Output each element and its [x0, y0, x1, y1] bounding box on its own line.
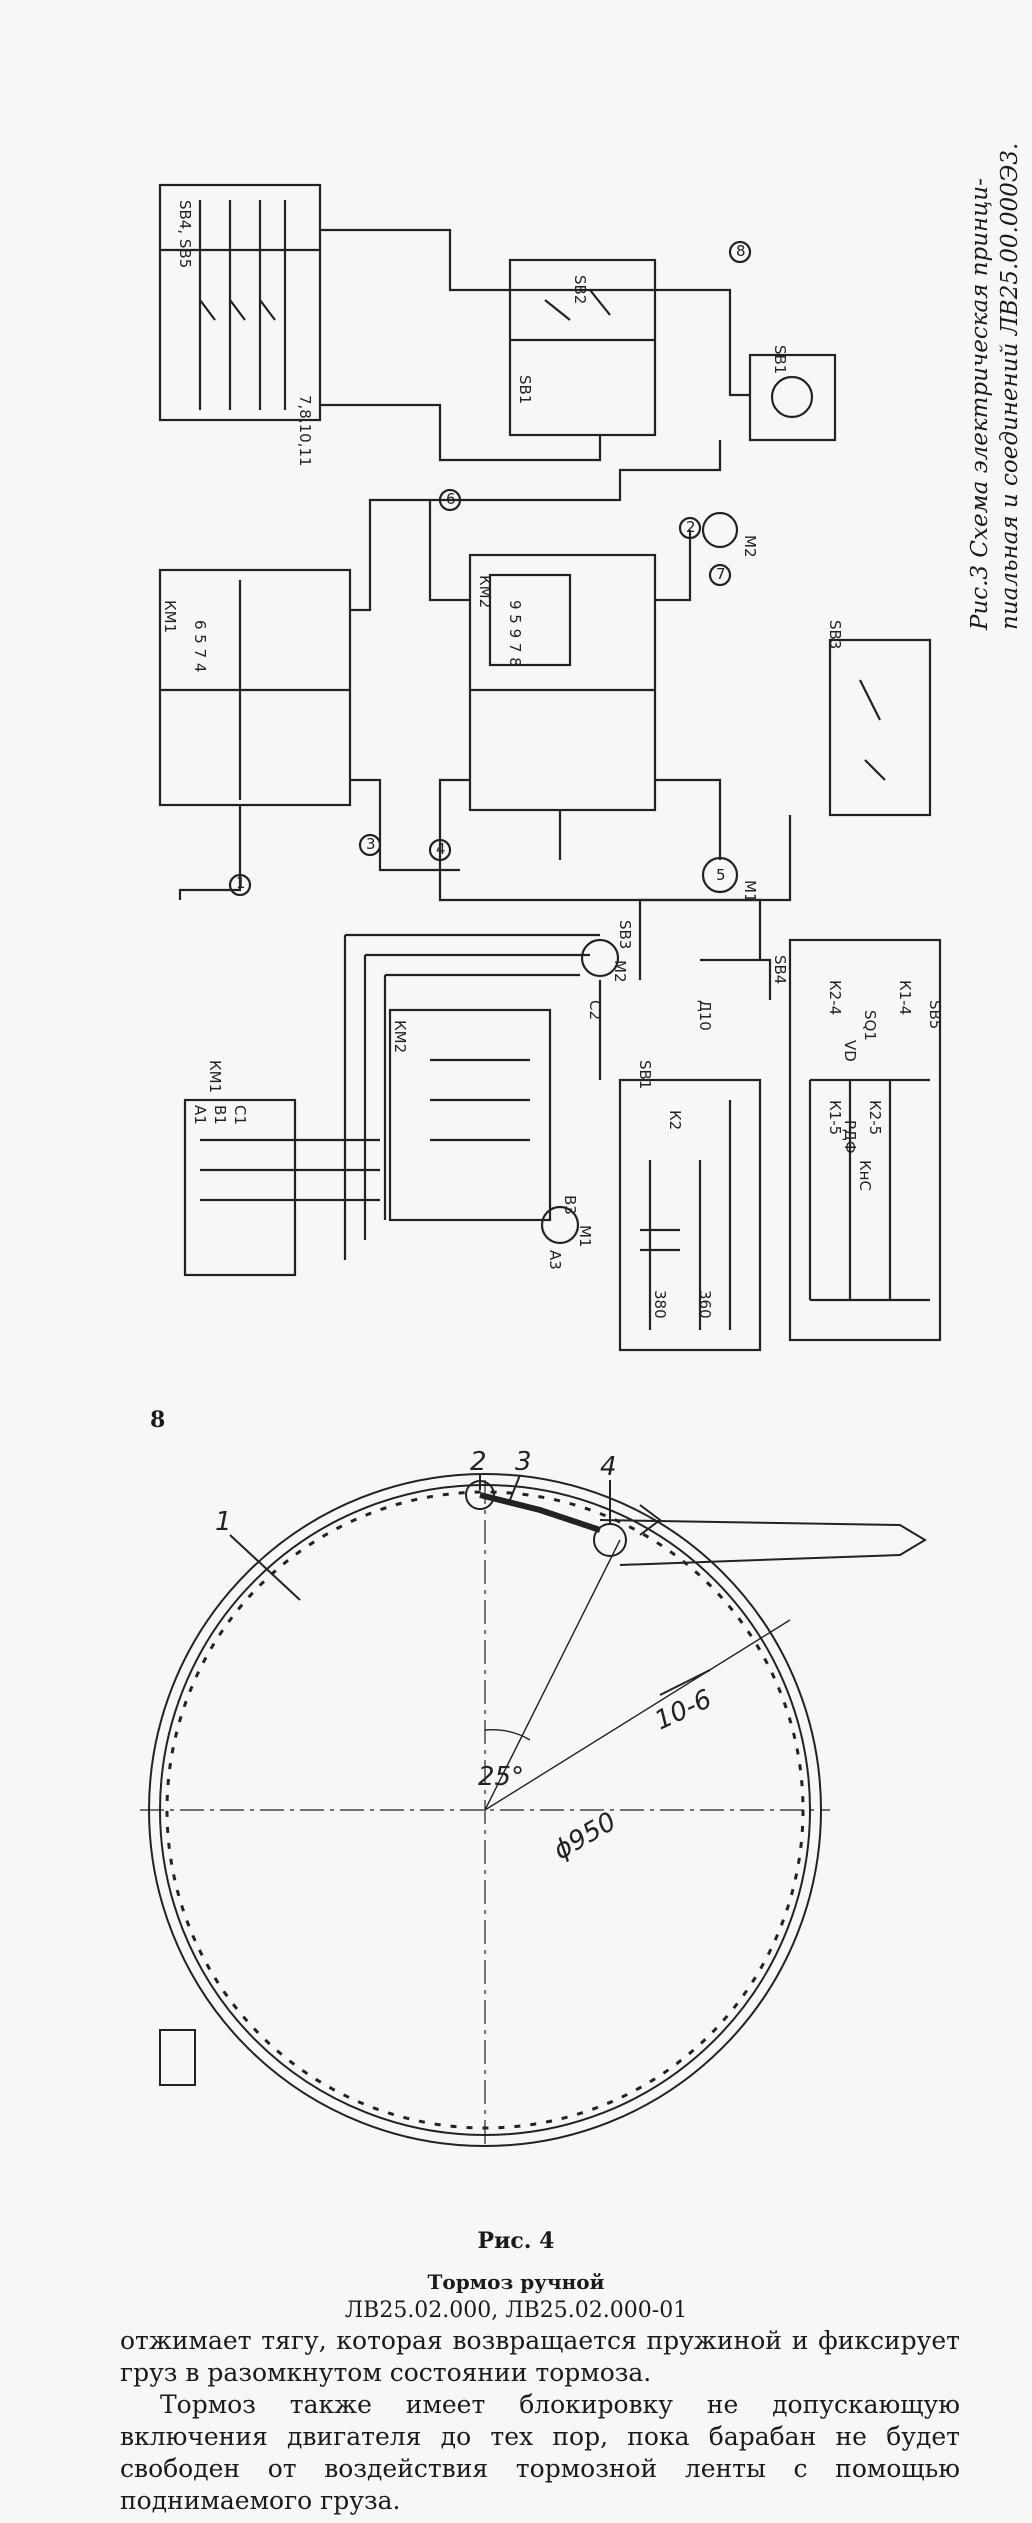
label-sb3: SB3	[826, 620, 844, 649]
label-sb5-bottom: SB5	[926, 1000, 944, 1029]
body-text: отжимает тягу, которая возвращается пруж…	[120, 2325, 960, 2517]
km2-contactor-box	[388, 1008, 552, 1222]
callout-1: 1	[215, 1507, 232, 1537]
motor-m2-bottom	[580, 938, 620, 978]
label-k1-4: К1-4	[896, 980, 914, 1015]
label-terminals: 6 5 7 4	[191, 620, 209, 672]
label-k1-5: К1-5	[826, 1100, 844, 1135]
label-sb4-bottom: SB4	[771, 955, 789, 984]
hand-brake-drawing: 1 2 3 4 10-6 ϕ950 25°	[140, 1447, 927, 2150]
label-sb3-bottom: SB3	[616, 920, 634, 949]
km1-contactor-box	[183, 1098, 297, 1277]
label-sb1: SB1	[516, 375, 534, 404]
label-wires: 7,8,10,11	[296, 395, 314, 467]
figure4-code: ЛВ25.02.000, ЛВ25.02.000-01	[344, 2298, 688, 2323]
km2-terminal-box	[468, 553, 657, 812]
control-box-1	[618, 1078, 762, 1352]
wire-2: 2	[686, 518, 696, 536]
wire-1: 1	[236, 874, 246, 892]
label-m1-bottom: М1	[576, 1225, 594, 1248]
motor-m1-bottom	[540, 1205, 580, 1245]
paragraph-2: Тормоз также имеет блокировку не допуска…	[120, 2390, 960, 2515]
diameter-dimension: ϕ950	[549, 1807, 622, 1866]
sb4-sb5-box	[158, 183, 322, 422]
callout-4: 4	[600, 1452, 617, 1482]
label-sq1: SQ1	[861, 1010, 879, 1041]
brake-lever	[599, 1519, 927, 1566]
paragraph-1: отжимает тягу, которая возвращается пруж…	[120, 2326, 960, 2387]
label-c2: С2	[586, 1000, 604, 1020]
label-b1: В1	[211, 1105, 229, 1125]
leader-1	[229, 1534, 301, 1601]
callout-2: 2	[470, 1447, 487, 1477]
label-d10: Д10	[696, 1000, 714, 1031]
wire-3: 3	[366, 835, 376, 853]
sb1-sb2-box	[508, 258, 657, 437]
page-number: 8	[150, 1407, 166, 1433]
label-vd: VD	[841, 1040, 859, 1062]
wire-6: 6	[446, 490, 456, 508]
electrical-schematic: SB4, SB5 7,8,10,11 SB2 SB1 SB1 SB3 КМ1 К…	[158, 183, 944, 1352]
label-a1: А1	[191, 1105, 209, 1125]
label-b3: В3	[561, 1195, 579, 1215]
label-k2-5: К2-5	[866, 1100, 884, 1135]
leader-gap	[659, 1669, 711, 1696]
diameter-line	[484, 1619, 791, 1811]
leader-3	[509, 1474, 521, 1501]
label-k2-4: К2-4	[826, 980, 844, 1015]
label-km2: КМ2	[476, 575, 494, 608]
motor-m1-symbol	[701, 856, 739, 894]
radius-line	[484, 1539, 621, 1811]
sb1-button-box	[748, 353, 837, 442]
callout-3: 3	[515, 1447, 532, 1477]
label-m1: М1	[741, 880, 759, 903]
label-sb4-sb5: SB4, SB5	[176, 200, 194, 268]
km1-terminal-box	[158, 568, 352, 807]
wire-7: 7	[716, 565, 726, 583]
label-rdf: РДФ	[841, 1120, 859, 1154]
gap-dimension: 10-6	[650, 1684, 716, 1736]
label-terminals-2: 9 5 9 7 8	[506, 600, 524, 667]
label-m2: М2	[741, 535, 759, 558]
figure4-title: Тормоз ручной	[427, 2270, 605, 2294]
label-sb1-button: SB1	[771, 345, 789, 374]
label-360: 360	[696, 1290, 714, 1319]
angle-dimension: 25°	[478, 1762, 524, 1792]
control-box-2	[788, 938, 942, 1342]
wire-4: 4	[436, 840, 446, 858]
label-a3: А3	[546, 1250, 564, 1270]
label-sb1-bottom: SB1	[636, 1060, 654, 1089]
band-clamp	[159, 2029, 196, 2086]
label-c1: С1	[231, 1105, 249, 1125]
sb3-box	[828, 638, 932, 817]
label-k2: К2	[666, 1110, 684, 1130]
label-km1-bottom: КМ1	[206, 1060, 224, 1093]
label-knc: КнС	[856, 1160, 874, 1191]
label-m2-bottom: М2	[611, 960, 629, 983]
label-380: 380	[651, 1290, 669, 1319]
label-km1: КМ1	[161, 600, 179, 633]
wire-5: 5	[716, 866, 726, 884]
wire-8: 8	[736, 242, 746, 260]
figure4-number: Рис. 4	[477, 2228, 555, 2254]
motor-m2-symbol	[701, 511, 739, 549]
label-sb2: SB2	[571, 275, 589, 304]
label-km2-bottom: КМ2	[391, 1020, 409, 1053]
